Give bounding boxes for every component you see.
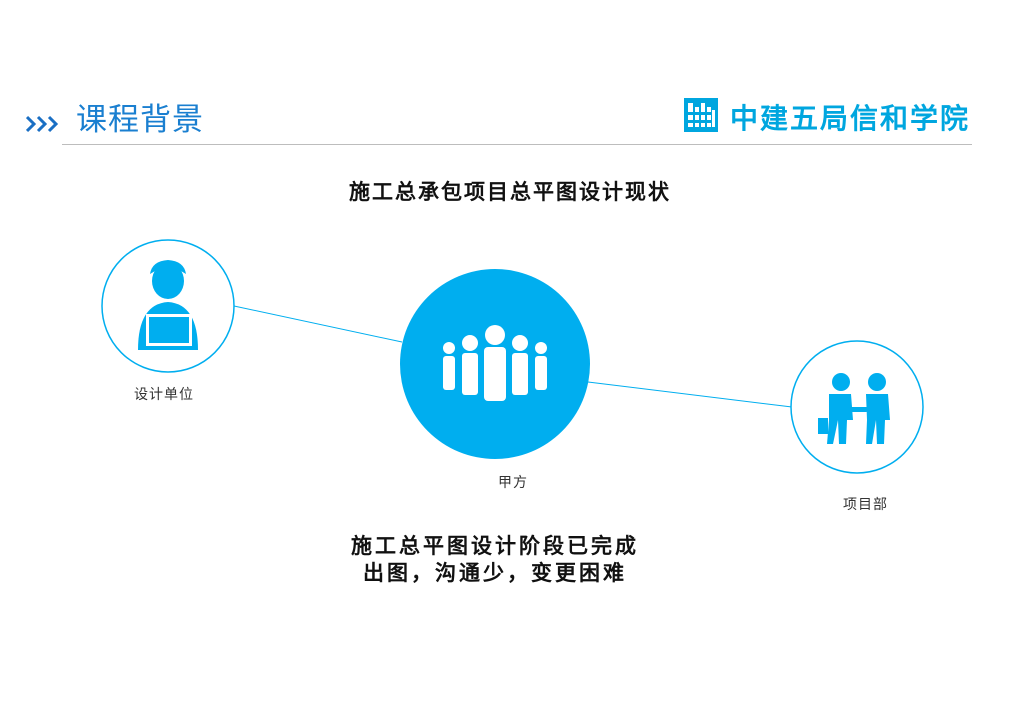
node-label-project-department: 项目部 xyxy=(843,497,888,513)
header-divider xyxy=(62,144,972,145)
summary-line-1: 施工总平图设计阶段已完成 xyxy=(351,534,639,558)
two-people-handshake-icon xyxy=(818,373,890,444)
connector-owner-to-project xyxy=(587,381,793,408)
node-label-owner: 甲方 xyxy=(498,475,528,491)
triple-chevron-right-icon xyxy=(26,115,59,133)
summary-line-2: 出图，沟通少，变更困难 xyxy=(363,561,627,585)
building-logo-icon xyxy=(684,98,718,132)
section-title: 课程背景 xyxy=(76,102,204,138)
node-project-department xyxy=(790,340,924,474)
node-design-unit xyxy=(101,239,235,373)
brand-name: 中建五局信和学院 xyxy=(730,102,971,135)
group-of-people-icon xyxy=(443,325,547,401)
node-owner xyxy=(400,269,590,459)
node-label-design-unit: 设计单位 xyxy=(134,387,194,403)
connector-design-to-owner xyxy=(233,305,403,343)
designer-at-laptop-icon xyxy=(138,260,198,350)
diagram-headline: 施工总承包项目总平图设计现状 xyxy=(349,180,671,204)
